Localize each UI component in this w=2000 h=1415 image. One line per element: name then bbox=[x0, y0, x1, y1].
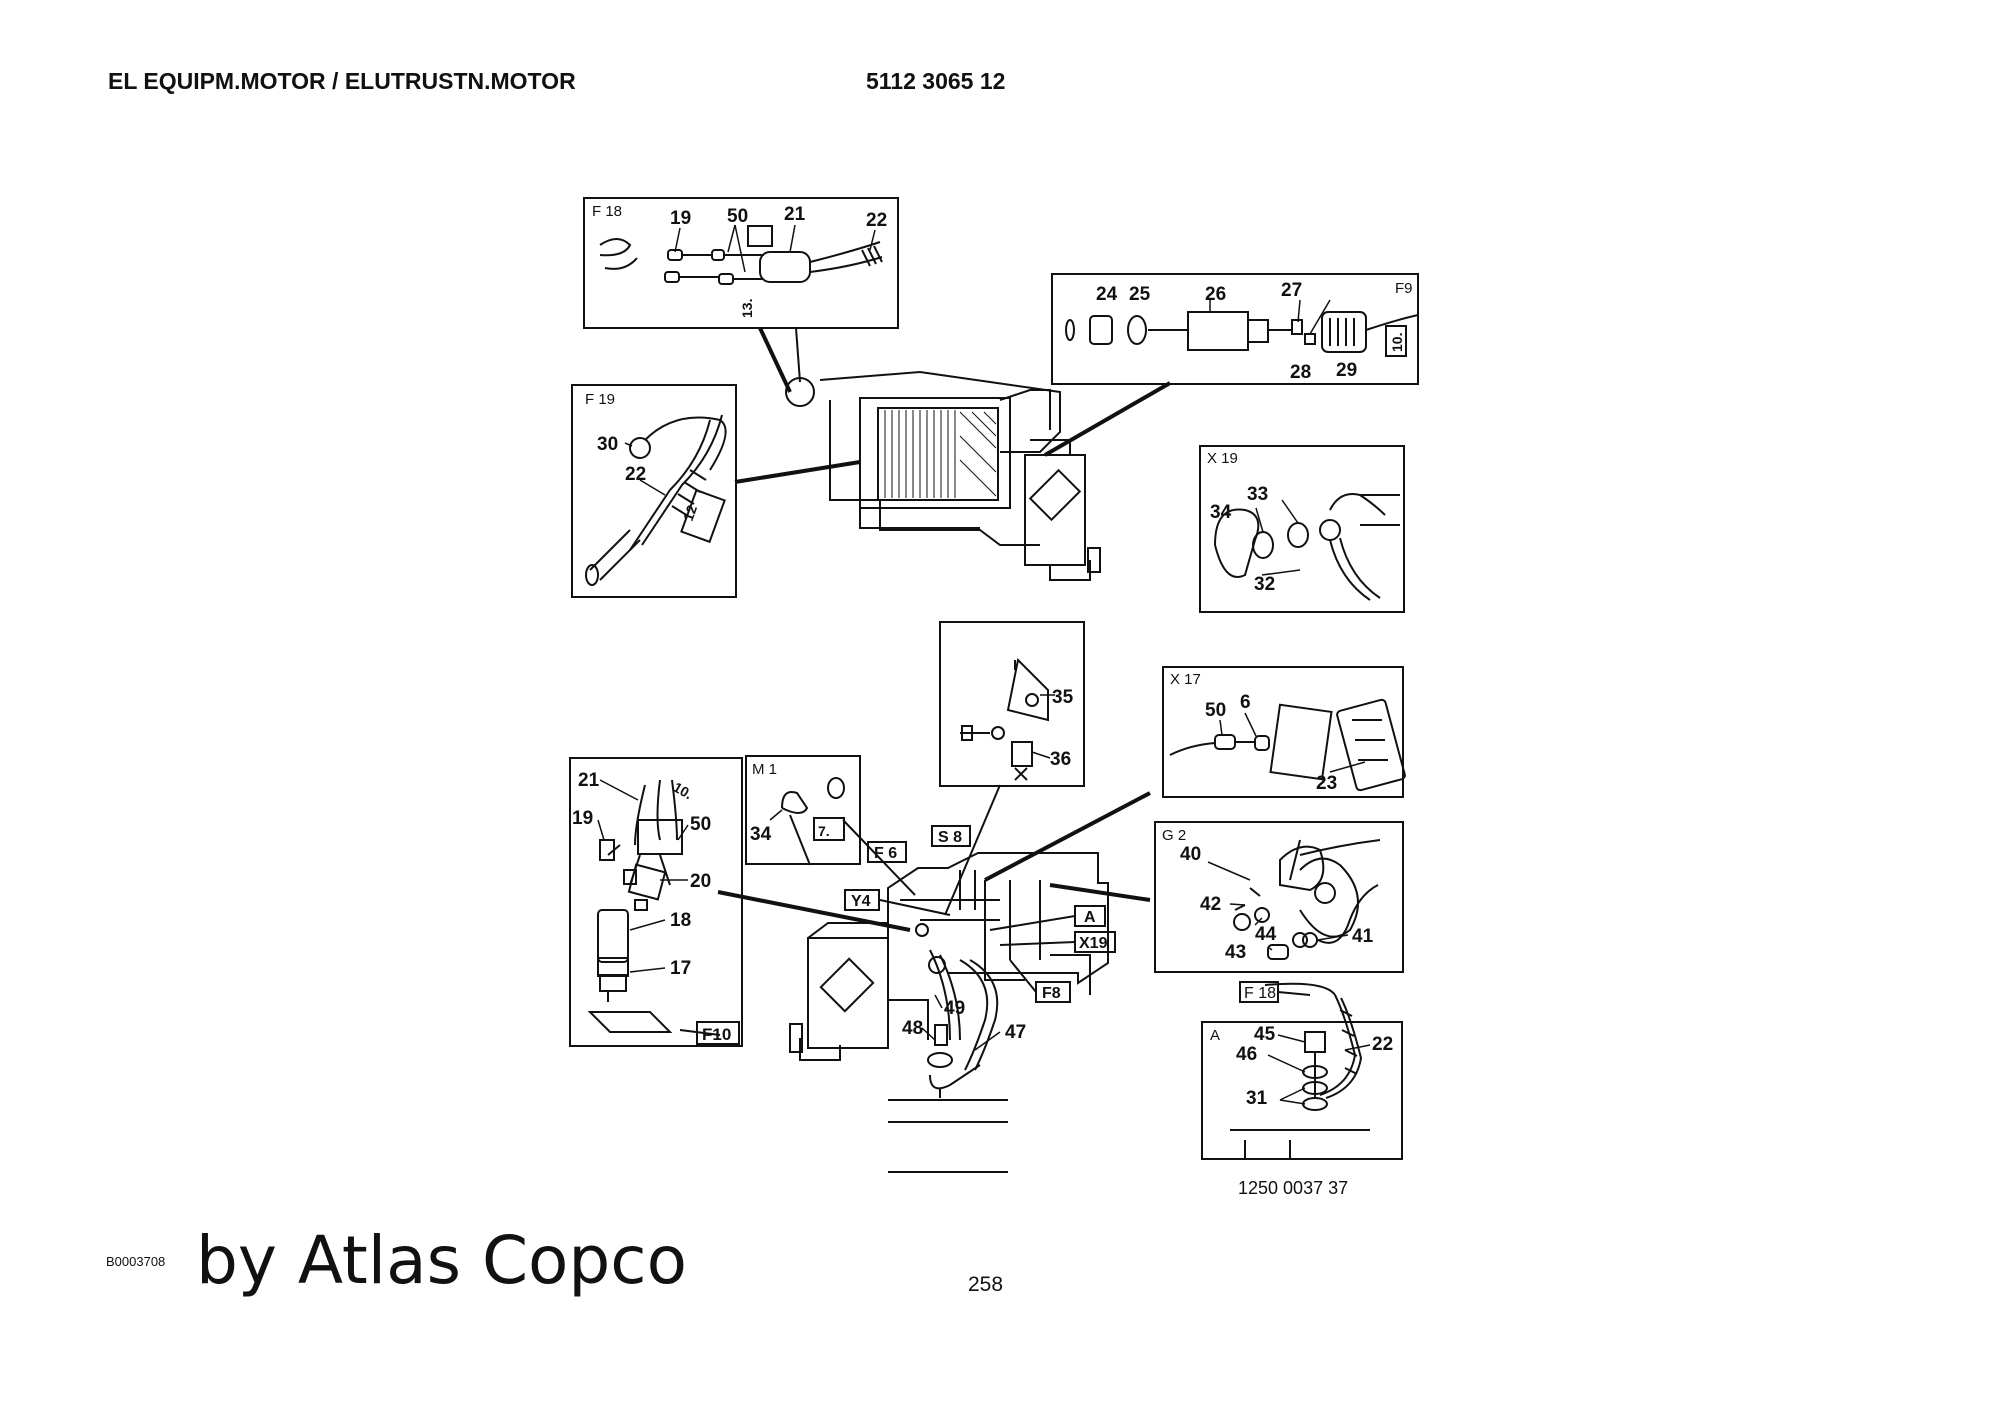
inset-x17-title: X 17 bbox=[1170, 671, 1201, 688]
document-code: B0003708 bbox=[106, 1254, 166, 1269]
callout: 24 bbox=[1096, 284, 1118, 305]
callout: 19 bbox=[572, 808, 593, 829]
callout: 45 bbox=[1254, 1024, 1276, 1045]
callout: 48 bbox=[902, 1018, 923, 1039]
callout: 25 bbox=[1129, 284, 1151, 305]
callout: 30 bbox=[597, 434, 618, 455]
wire-tag: 7. bbox=[818, 823, 830, 839]
inset-f10-title: F10 bbox=[702, 1025, 731, 1044]
main-label-boxes bbox=[844, 825, 1311, 1003]
callout: 22 bbox=[1372, 1034, 1393, 1055]
callout: 27 bbox=[1281, 280, 1302, 301]
callout: 20 bbox=[690, 871, 711, 892]
callout: 18 bbox=[670, 910, 691, 931]
callout: 32 bbox=[1254, 574, 1275, 595]
callout: 50 bbox=[727, 206, 748, 227]
main-label: F 6 bbox=[874, 845, 897, 862]
callout: 41 bbox=[1352, 926, 1374, 947]
callout: 26 bbox=[1205, 284, 1226, 305]
callout: 46 bbox=[1236, 1044, 1257, 1065]
top-engine bbox=[785, 370, 1101, 581]
part-number: 5112 3065 12 bbox=[866, 68, 1006, 94]
inset-f18-title: F 18 bbox=[592, 203, 622, 220]
inset-f19 bbox=[571, 384, 737, 598]
inset-a bbox=[1201, 982, 1403, 1160]
callout: 42 bbox=[1200, 894, 1221, 915]
inset-g2 bbox=[1154, 821, 1404, 973]
inset-bracket bbox=[939, 621, 1085, 787]
callout: 49 bbox=[944, 998, 965, 1019]
callout: 21 bbox=[578, 770, 600, 791]
wire-tag: 10. bbox=[1389, 333, 1405, 352]
inset-x19 bbox=[1199, 445, 1405, 613]
inset-f9-title: F9 bbox=[1395, 280, 1413, 297]
wire-tag: 12 bbox=[680, 503, 700, 523]
callout: 19 bbox=[670, 208, 691, 229]
brand-text: by Atlas Copco bbox=[196, 1222, 687, 1299]
page-title: EL EQUIPM.MOTOR / ELUTRUSTN.MOTOR bbox=[108, 68, 576, 94]
callout: 34 bbox=[1210, 502, 1232, 523]
main-label: Y4 bbox=[851, 893, 871, 910]
inset-f19-title: F 19 bbox=[585, 391, 615, 408]
callout: 29 bbox=[1336, 360, 1357, 381]
inset-f18 bbox=[583, 197, 899, 383]
inset-x19-title: X 19 bbox=[1207, 450, 1238, 467]
wire-tag: 13. bbox=[739, 299, 755, 318]
main-label: S 8 bbox=[938, 829, 962, 846]
inset-f9 bbox=[1051, 273, 1419, 385]
inset-a-title: A bbox=[1210, 1027, 1220, 1044]
callout: 21 bbox=[784, 204, 806, 225]
bottom-engine bbox=[789, 852, 1109, 1173]
callout: 43 bbox=[1225, 942, 1246, 963]
callout: 22 bbox=[866, 210, 887, 231]
callout: 44 bbox=[1255, 924, 1277, 945]
inset-m1 bbox=[745, 755, 861, 866]
inset-x17 bbox=[1162, 666, 1406, 798]
inset-f10 bbox=[569, 757, 743, 1047]
callout: 35 bbox=[1052, 687, 1074, 708]
inset-g2-title: G 2 bbox=[1162, 827, 1186, 844]
callout: 40 bbox=[1180, 844, 1201, 865]
callout: 28 bbox=[1290, 362, 1311, 383]
callout: 22 bbox=[625, 464, 646, 485]
callout: 34 bbox=[750, 824, 772, 845]
main-label: F8 bbox=[1042, 985, 1061, 1002]
main-label: F 18 bbox=[1244, 985, 1276, 1002]
drawing-number: 1250 0037 37 bbox=[1238, 1178, 1349, 1198]
page-number: 258 bbox=[968, 1273, 1004, 1296]
inset-m1-title: M 1 bbox=[752, 761, 777, 778]
callout: 47 bbox=[1005, 1022, 1026, 1043]
callout: 6 bbox=[1240, 692, 1251, 713]
main-label: X19 bbox=[1079, 935, 1108, 952]
callout: 33 bbox=[1247, 484, 1268, 505]
main-label: A bbox=[1084, 909, 1096, 926]
callout: 50 bbox=[690, 814, 711, 835]
callout: 36 bbox=[1050, 749, 1071, 770]
callout: 31 bbox=[1246, 1088, 1268, 1109]
callout: 50 bbox=[1205, 700, 1226, 721]
callout: 23 bbox=[1316, 773, 1337, 794]
callout: 17 bbox=[670, 958, 691, 979]
